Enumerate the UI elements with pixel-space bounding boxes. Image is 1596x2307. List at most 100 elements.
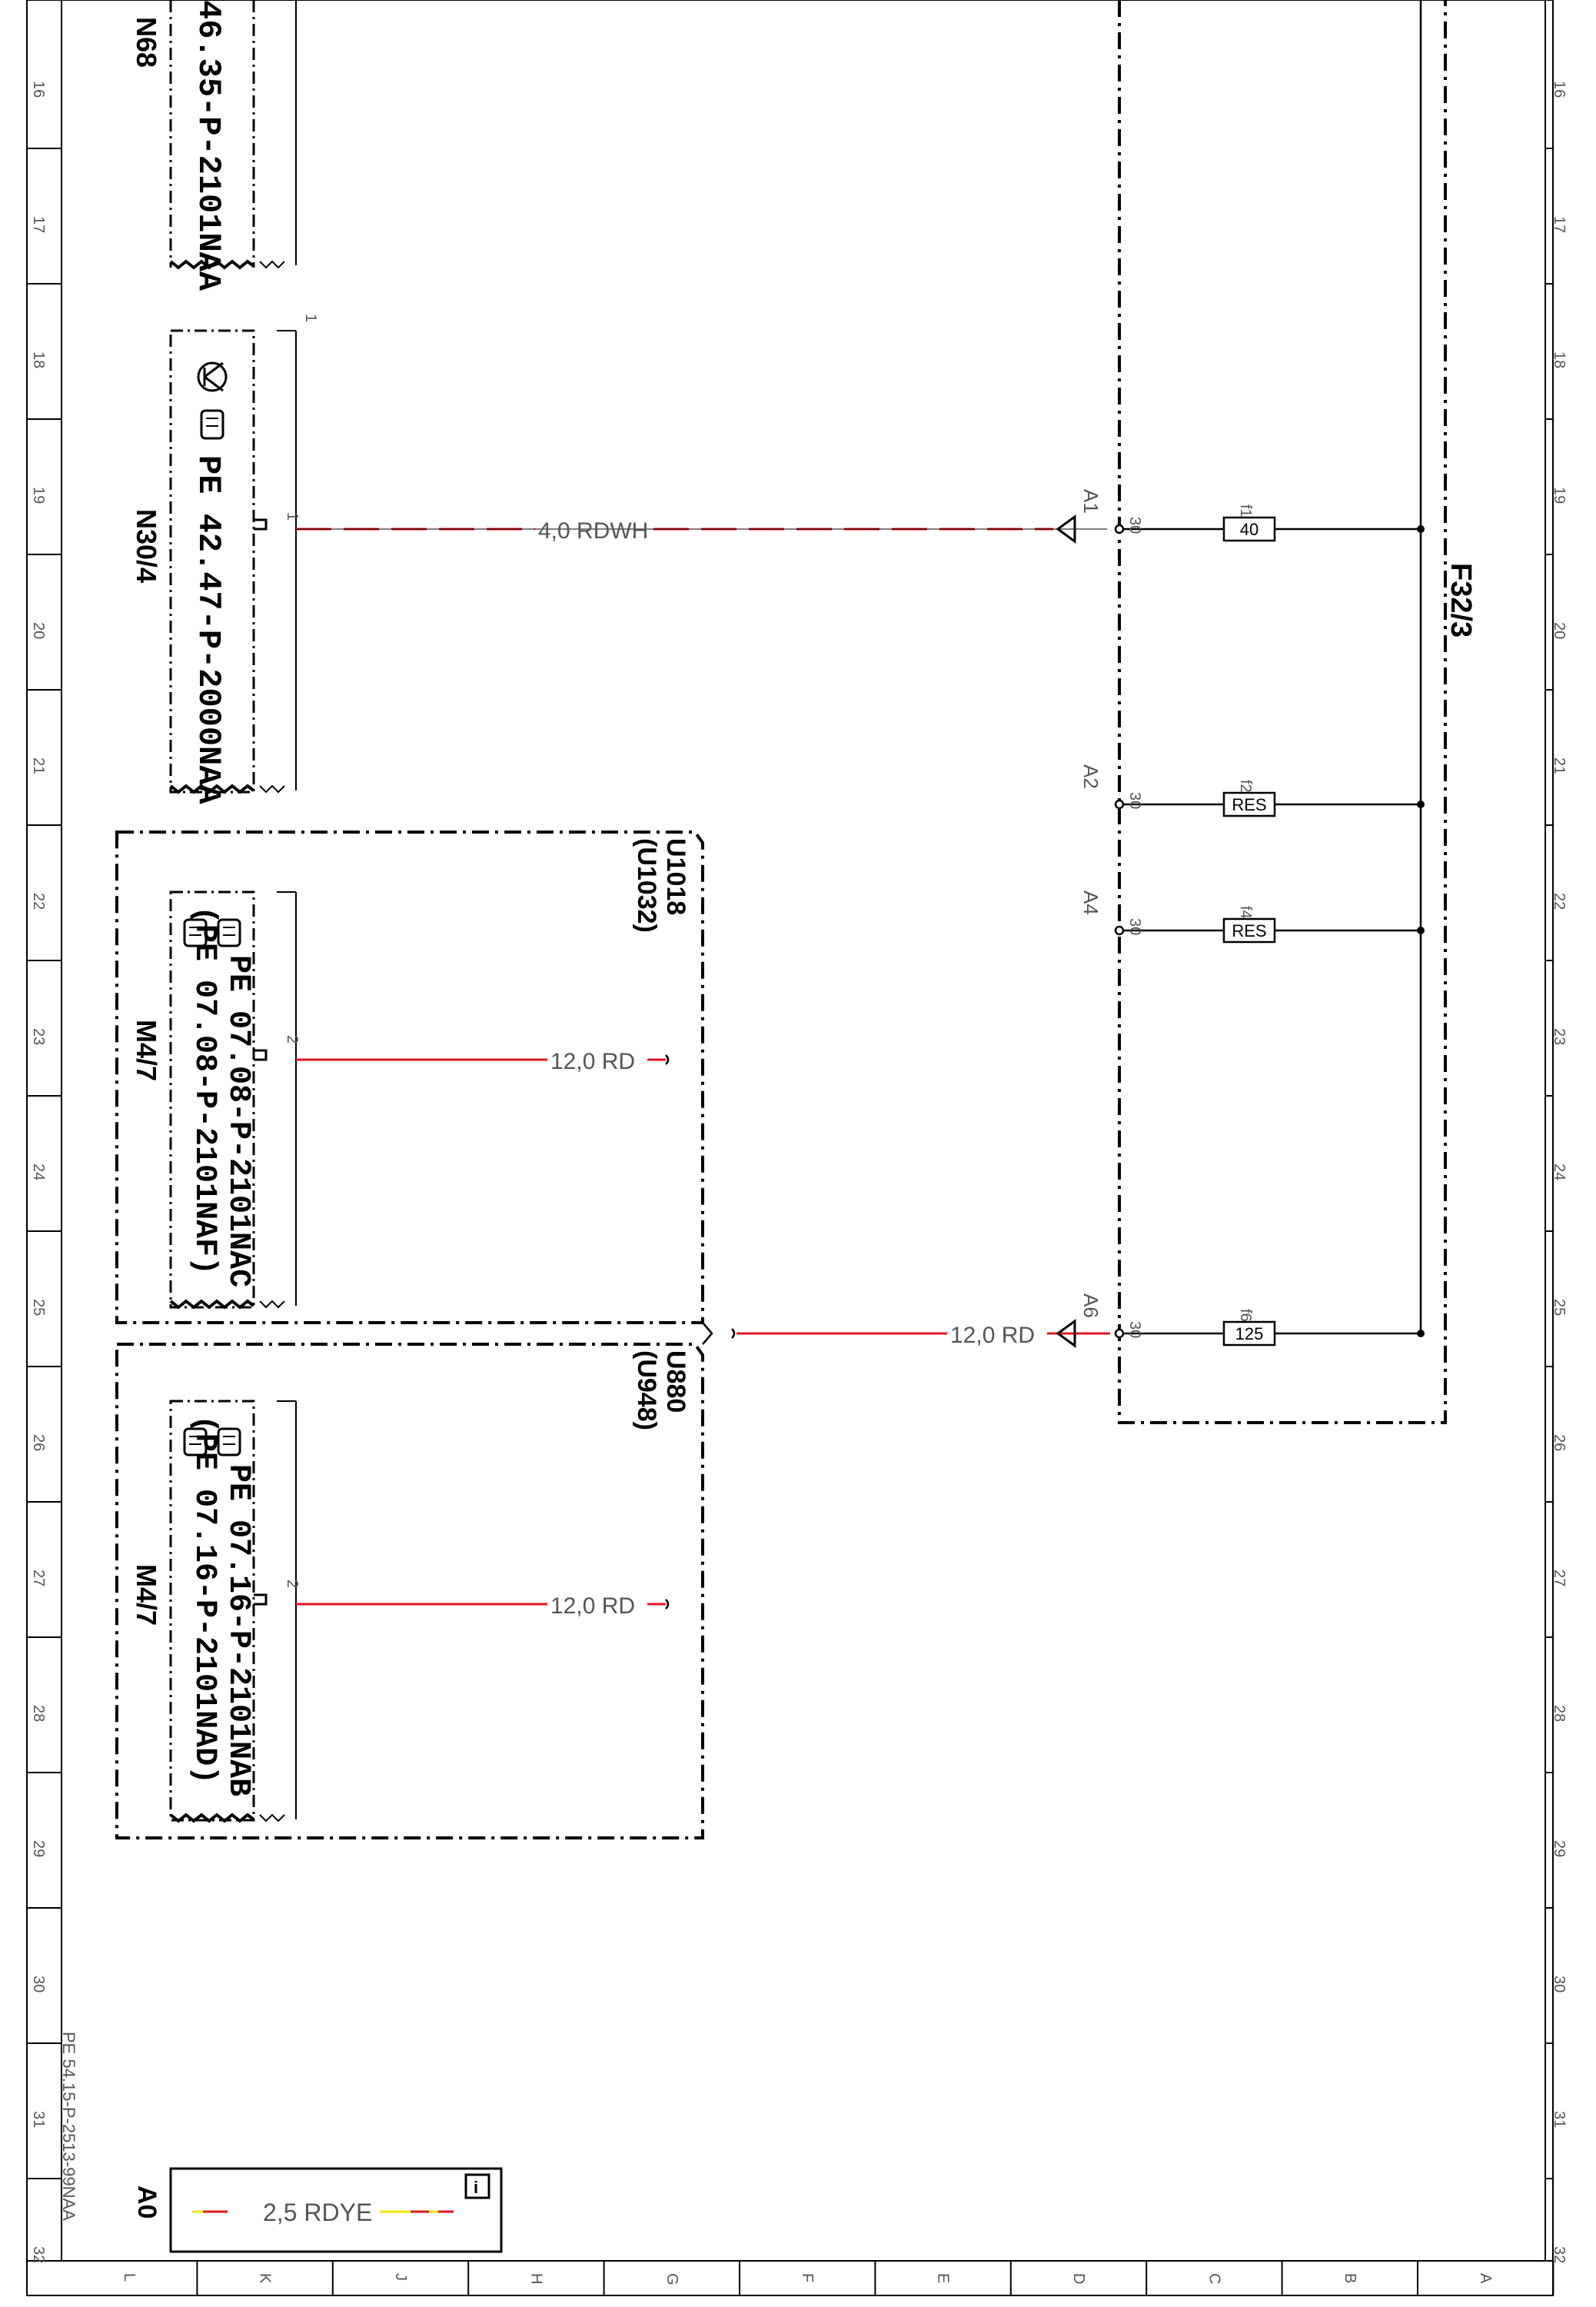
legend-label: A0	[132, 2185, 161, 2219]
row-ruler-label: 22	[1551, 893, 1568, 910]
fuse-pin: 30	[1126, 792, 1143, 809]
u880-reference-2: (PE 07.16-P-2101NAD)	[187, 1415, 221, 1784]
row-ruler-label: 20	[1551, 622, 1568, 639]
u1018-reference-1: PE 07.08-P-2101NAC	[221, 955, 255, 1287]
component-n30-4[interactable]: 1 PE 42.47-P-2000NAA N30/4 1	[131, 314, 319, 804]
row-ruler-label: 31	[1551, 2111, 1568, 2128]
pointing-hand-icon	[217, 918, 241, 947]
pointing-hand-icon	[183, 1427, 208, 1456]
u1018-pin: 2	[284, 1035, 301, 1044]
column-ruler-label: C	[1205, 2273, 1222, 2284]
u880-reference-1: PE 07.16-P-2101NAB	[221, 1464, 255, 1796]
u880-pin: 2	[284, 1580, 301, 1588]
fuse-pin: 30	[1126, 1321, 1143, 1338]
side-reference: PE 54.15-P-2513-99NAA	[59, 2032, 78, 2221]
row-ruler-label: 23	[1551, 1028, 1568, 1045]
fuse-f4[interactable]: RES f4 30 A4	[1079, 891, 1425, 944]
fuse-id: f4	[1237, 906, 1254, 919]
pointing-hand-icon	[217, 1427, 241, 1456]
row-ruler-label: 17	[1551, 216, 1568, 233]
wire-label-12-0-rd-1: 12,0 RD	[550, 1049, 635, 1074]
column-ruler-label: G	[663, 2273, 680, 2285]
row-ruler-label: 27	[30, 1570, 47, 1586]
row-ruler-label: 19	[1551, 487, 1568, 504]
u880-code2: (U948)	[632, 1350, 661, 1430]
wire-12-0-rd-u880[interactable]: 12,0 RD	[296, 1593, 670, 1619]
fuse-id: f1	[1237, 504, 1254, 518]
n30-pin: 1	[284, 512, 301, 521]
n30-label: N30/4	[131, 509, 162, 583]
row-ruler-label: 21	[1551, 757, 1568, 774]
electronic-module-icon	[197, 361, 228, 392]
u1018-code2: (U1032)	[632, 838, 661, 933]
row-ruler-label: 22	[30, 893, 47, 910]
row-ruler-label: 25	[30, 1299, 47, 1316]
wire-12-0-rd-u1018[interactable]: 12,0 RD	[296, 1049, 670, 1074]
fuse-id: f2	[1237, 780, 1254, 793]
component-f32-3[interactable]: F32/3	[1118, 0, 1477, 1424]
row-ruler-label: 20	[30, 622, 47, 639]
fuse-f6[interactable]: 125 f6 30 A6	[1079, 1293, 1425, 1347]
component-n68[interactable]: 46.35-P-2101NAA N68	[131, 0, 297, 291]
fuse-f2[interactable]: RES f2 30 A2	[1079, 764, 1425, 817]
fuse-value: RES	[1232, 921, 1266, 940]
svg-text:i: i	[474, 2178, 478, 2197]
sheet-frame	[26, 0, 1554, 2296]
wire-12-0-rd-main-feed[interactable]: 12,0 RD	[702, 1319, 1110, 1348]
u1018-reference-2: (PE 07.08-P-2101NAF)	[187, 906, 221, 1275]
column-ruler-label: K	[257, 2273, 274, 2284]
legend-wire-label: 2,5 RDYE	[263, 2199, 372, 2226]
row-ruler-label: 18	[1551, 351, 1568, 368]
row-ruler-label: 23	[30, 1028, 47, 1045]
u880-code: U880	[661, 1350, 690, 1413]
fuse-pin: 30	[1126, 918, 1143, 935]
column-ruler-label: H	[527, 2273, 544, 2284]
row-ruler-label: 25	[1551, 1299, 1568, 1316]
row-ruler-label: 17	[30, 216, 47, 233]
u1018-label: M4/7	[131, 1020, 162, 1081]
u1018-code: U1018	[661, 838, 690, 915]
column-ruler-label: E	[935, 2273, 952, 2283]
row-ruler-label: 24	[30, 1163, 47, 1180]
wire-4-0-rdwh[interactable]: 4,0 RDWH	[296, 514, 1107, 544]
u880-label: M4/7	[131, 1564, 162, 1626]
column-ruler-label: A	[1477, 2273, 1494, 2284]
row-ruler-label: 18	[30, 351, 47, 368]
row-ruler-label: 24	[1551, 1163, 1568, 1180]
wire-label-12-0-rd-2: 12,0 RD	[950, 1323, 1035, 1348]
component-u1018[interactable]: U1018 (U1032) PE 07.08-P-2101NAC (PE 07.…	[115, 831, 704, 1324]
column-ruler-label: J	[392, 2273, 409, 2281]
fuse-value: 40	[1240, 520, 1259, 539]
pointing-hand-icon	[183, 918, 208, 947]
fuse-value: 125	[1235, 1324, 1264, 1343]
row-ruler-label: 28	[30, 1705, 47, 1722]
column-ruler-label: D	[1070, 2273, 1087, 2284]
row-ruler-label: 26	[30, 1434, 47, 1451]
component-u880[interactable]: U880 (U948) PE 07.16-P-2101NAB (PE 07.16…	[115, 1343, 704, 1839]
row-ruler-label: 29	[30, 1840, 47, 1857]
fuse-value: RES	[1232, 795, 1266, 814]
row-ruler-label: 28	[1551, 1705, 1568, 1722]
wire-label-4-0-rdwh: 4,0 RDWH	[538, 518, 648, 544]
row-ruler-label: 16	[1551, 81, 1568, 98]
info-icon[interactable]: i	[464, 2173, 490, 2199]
fuse-id: f6	[1237, 1309, 1254, 1322]
pointing-hand-icon	[200, 409, 224, 440]
fuse-connector: A6	[1079, 1293, 1102, 1318]
wire-label-12-0-rd-3: 12,0 RD	[550, 1593, 635, 1619]
legend: 2,5 RDYE i A0	[132, 2167, 503, 2253]
column-ruler-label: B	[1342, 2273, 1358, 2283]
row-ruler-label: 27	[1551, 1570, 1568, 1586]
fuse-connector: A2	[1079, 764, 1102, 789]
row-ruler-label: 30	[30, 1976, 47, 1992]
row-ruler-label: 21	[30, 757, 47, 774]
fuse-connector: A4	[1079, 891, 1102, 915]
row-ruler-label: 19	[30, 487, 47, 504]
f32-label: F32/3	[1445, 563, 1477, 638]
column-ruler-label: L	[121, 2273, 138, 2282]
